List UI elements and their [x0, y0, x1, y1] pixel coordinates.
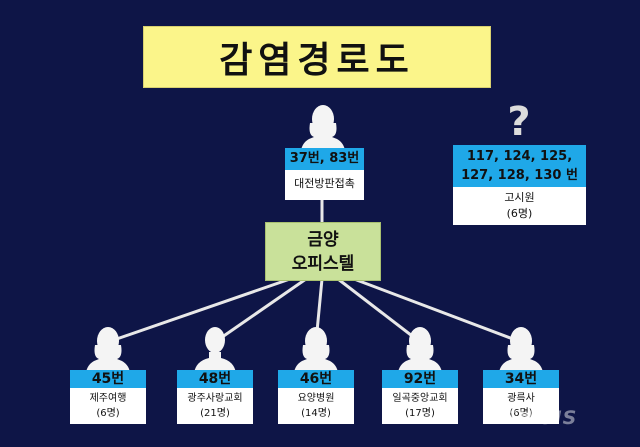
leaf-case-card-1: 45번 제주여행 (6명): [70, 370, 146, 424]
source-cases: 37번, 83번: [285, 148, 364, 170]
leaf-cases: 92번: [382, 370, 458, 388]
leaf-count: (21명): [200, 408, 230, 419]
leaf-count: (17명): [405, 408, 435, 419]
leaf-cases: 34번: [483, 370, 559, 388]
unknown-source-card: 117, 124, 125, 127, 128, 130 번 고시원 (6명): [453, 145, 586, 225]
leaf-place: 제주여행: [89, 393, 127, 404]
person-female-icon: [301, 105, 345, 151]
unknown-cases-line-2: 127, 128, 130 번: [461, 168, 578, 183]
person-female-icon: [86, 327, 130, 373]
leaf-place: 일곡중앙교회: [392, 393, 448, 404]
connector-hub-leaf-5: [353, 277, 522, 344]
hub-node: 금양 오피스텔: [265, 222, 381, 281]
leaf-case-card-5: 34번 광륵사 (6명): [483, 370, 559, 424]
connector-hub-leaf-4: [337, 277, 421, 344]
person-male-icon: [194, 327, 236, 373]
leaf-place: 요양병원: [297, 393, 335, 404]
person-female-icon: [499, 327, 543, 373]
diagram-title: 감염경로도: [143, 26, 491, 88]
connector-hub-leaf-1: [107, 277, 291, 344]
leaf-case-card-3: 46번 요양병원 (14명): [278, 370, 354, 424]
leaf-cases: 46번: [278, 370, 354, 388]
unknown-cases-line-1: 117, 124, 125,: [466, 149, 573, 164]
source-case-card: 37번, 83번 대전방판접촉: [285, 148, 364, 200]
connector-hub-leaf-2: [214, 277, 307, 344]
leaf-case-card-2: 48번 광주사랑교회 (21명): [177, 370, 253, 424]
leaf-count: (6명): [96, 408, 120, 419]
person-female-icon: [294, 327, 338, 373]
leaf-case-card-4: 92번 일곡중앙교회 (17명): [382, 370, 458, 424]
unknown-count: (6명): [506, 207, 533, 220]
leaf-cases: 48번: [177, 370, 253, 388]
hub-line-1: 금양: [307, 229, 339, 250]
question-mark-icon: ?: [507, 99, 531, 145]
person-female-icon: [398, 327, 442, 373]
source-label: 대전방판접촉: [294, 177, 355, 190]
leaf-count: (6명): [509, 408, 533, 419]
newsis-watermark: NEWSIS: [487, 407, 578, 429]
hub-line-2: 오피스텔: [291, 253, 355, 274]
unknown-place: 고시원: [504, 191, 535, 204]
unknown-cases: 117, 124, 125, 127, 128, 130 번: [453, 145, 586, 187]
leaf-place: 광주사랑교회: [187, 393, 243, 404]
leaf-cases: 45번: [70, 370, 146, 388]
leaf-count: (14명): [301, 408, 331, 419]
leaf-place: 광륵사: [507, 393, 535, 404]
